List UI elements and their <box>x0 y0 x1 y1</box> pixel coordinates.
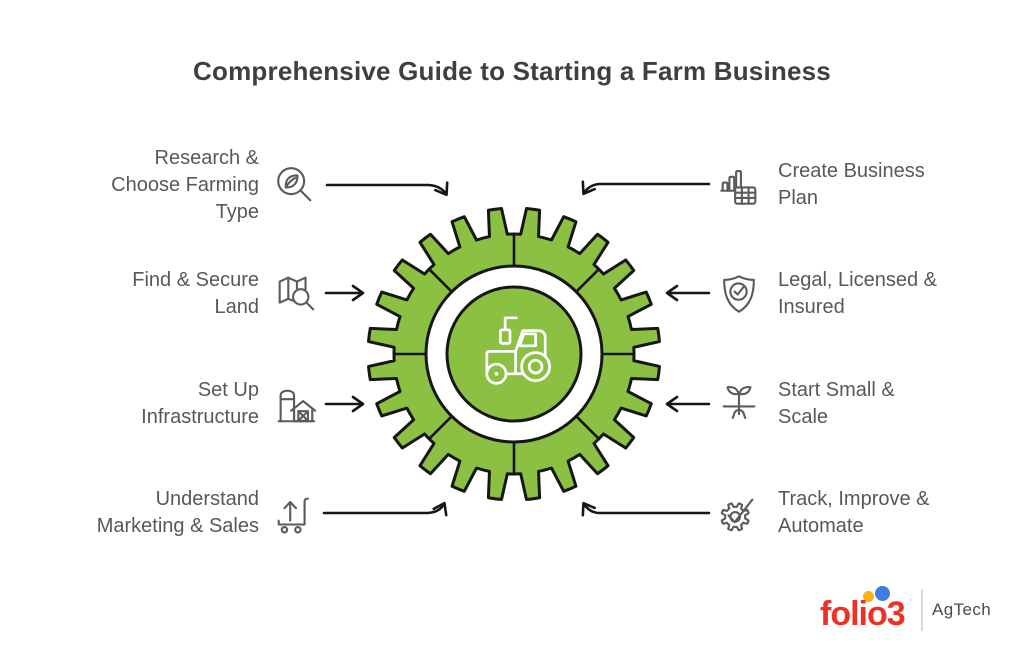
folio3-logo: folio3 AgTech <box>820 584 991 636</box>
leaf-search-icon <box>272 162 318 208</box>
bar-chart-table-icon <box>716 162 762 208</box>
logo-division-text: AgTech <box>932 600 992 619</box>
item-label: Create Business Plan <box>778 160 925 209</box>
arrow-business-plan <box>581 180 711 196</box>
tractor-icon <box>485 316 551 385</box>
logo-yellow-dot <box>863 591 874 602</box>
item-label: Research & Choose Farming Type <box>111 146 259 223</box>
barn-silo-icon <box>272 381 318 427</box>
shield-check-icon <box>716 271 762 317</box>
map-search-icon <box>272 271 318 317</box>
list-item-automate: Track, Improve & Automate <box>716 458 1008 568</box>
gear-center-circle <box>445 285 583 423</box>
list-item-land: Find & Secure Land <box>40 239 318 349</box>
item-label: Start Small & Scale <box>778 379 895 428</box>
folio3-wordmark: folio3 <box>820 584 912 636</box>
arrow-research <box>325 181 449 197</box>
logo-brand-text: folio3 <box>820 595 906 633</box>
logo-divider <box>921 589 923 631</box>
central-gear-graphic <box>367 207 661 501</box>
list-item-business-plan: Create Business Plan <box>716 130 1008 240</box>
page-title: Comprehensive Guide to Starting a Farm B… <box>193 56 831 86</box>
list-item-research: Research & Choose Farming Type <box>40 130 318 240</box>
list-item-legal: Legal, Licensed & Insured <box>716 239 1008 349</box>
item-label: Understand Marketing & Sales <box>96 488 259 537</box>
list-item-scale: Start Small & Scale <box>716 349 1008 459</box>
gear-check-icon <box>716 490 762 536</box>
item-label: Find & Secure Land <box>132 269 259 318</box>
item-label: Set Up Infrastructure <box>141 379 259 428</box>
seedling-roots-icon <box>716 381 762 427</box>
item-label: Legal, Licensed & Insured <box>778 269 938 318</box>
list-item-marketing: Understand Marketing & Sales <box>40 458 318 568</box>
cart-growth-icon <box>272 490 318 536</box>
logo-blue-dot <box>875 586 890 601</box>
item-label: Track, Improve & Automate <box>778 488 930 537</box>
gear-segment-dividers <box>393 233 635 475</box>
list-item-infrastructure: Set Up Infrastructure <box>40 349 318 459</box>
